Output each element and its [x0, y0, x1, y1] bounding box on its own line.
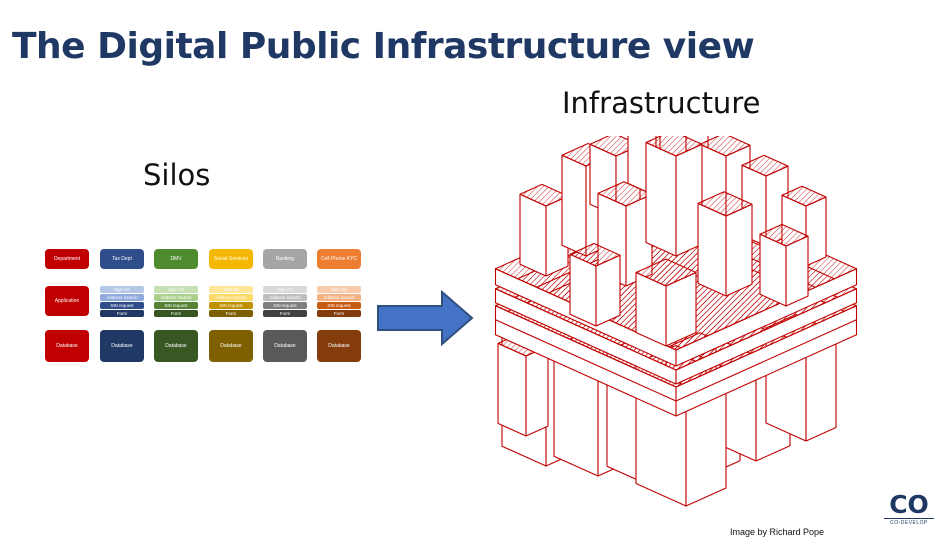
app-sin-request: SIN request: [209, 302, 253, 309]
silo-database-banking: Database: [263, 330, 307, 362]
silo-app-dmv: Sign On Address Search SIN request Form: [154, 286, 198, 318]
silo-app-banking: Sign On Address Search SIN request Form: [263, 286, 307, 318]
upper-tower-1-left-face: [561, 154, 587, 257]
silo-database-cell: Database: [317, 330, 361, 362]
upper-tower-11-top-face: [759, 223, 809, 247]
lower-tower-6-right-face: [525, 345, 549, 437]
silo-database-tax: Database: [100, 330, 144, 362]
upper-tower-10-top-face: [697, 191, 753, 217]
upper-tower-7-top-face: [781, 185, 827, 207]
image-credit: Image by Richard Pope: [730, 527, 825, 537]
upper-tower-7-right-face: [805, 196, 827, 267]
app-address-search: Address Search: [317, 294, 361, 301]
lower-tower-6-left-face: [497, 342, 527, 437]
app-sin-request: SIN request: [317, 302, 361, 309]
logo-text: CO-DEVELOP: [884, 518, 934, 526]
silo-header-dmv: DMV: [154, 249, 198, 269]
app-address-search: Address Search: [100, 294, 144, 301]
upper-tower-13-top-face: [569, 242, 621, 267]
co-develop-logo: CO CO-DEVELOP: [884, 492, 934, 526]
app-address-search: Address Search: [209, 294, 253, 301]
silos-label: Silos: [143, 158, 211, 192]
silo-app-cell: Sign On Address Search SIN request Form: [317, 286, 361, 318]
silo-header-tax-dept: Tax Dept: [100, 249, 144, 269]
app-form: Form: [100, 310, 144, 317]
app-sin-request: SIN request: [100, 302, 144, 309]
app-sign-on: Sign On: [263, 286, 307, 293]
upper-tower-0-left-face: [519, 193, 547, 277]
app-sin-request: SIN request: [263, 302, 307, 309]
upper-tower-9-top-face: [645, 136, 703, 157]
right-arrow-icon: [377, 290, 474, 347]
app-sin-request: SIN request: [154, 302, 198, 309]
upper-tower-11-right-face: [785, 235, 809, 307]
silo-database-social: Database: [209, 330, 253, 362]
silo-header-banking: Banking: [263, 249, 307, 269]
app-sign-on: Sign On: [317, 286, 361, 293]
app-sign-on: Sign On: [209, 286, 253, 293]
upper-tower-13-right-face: [595, 254, 621, 327]
app-sign-on: Sign On: [100, 286, 144, 293]
app-form: Form: [317, 310, 361, 317]
upper-tower-8-top-face: [597, 181, 653, 207]
app-form: Form: [263, 310, 307, 317]
infrastructure-buildings-diagram: [494, 136, 858, 507]
upper-tower-13-left-face: [569, 253, 597, 327]
upper-tower-9-left-face: [645, 141, 677, 257]
slide-title: The Digital Public Infrastructure view: [12, 26, 755, 67]
silo-application-label: Application: [45, 286, 89, 316]
silo-app-tax: Sign On Address Search SIN request Form: [100, 286, 144, 318]
upper-tower-0-top-face: [519, 183, 569, 207]
app-address-search: Address Search: [154, 294, 198, 301]
app-form: Form: [154, 310, 198, 317]
app-form: Form: [209, 310, 253, 317]
logo-mark: CO: [889, 490, 929, 519]
silo-database-department: Database: [45, 330, 89, 362]
upper-tower-5-top-face: [699, 136, 751, 157]
silo-header-cell-phone-kyc: Cell Phone KYC: [317, 249, 361, 269]
app-address-search: Address Search: [263, 294, 307, 301]
upper-tower-11-left-face: [759, 233, 787, 307]
upper-tower-12-top-face: [635, 258, 697, 287]
silo-header-social-services: Social Services: [209, 249, 253, 269]
infrastructure-label: Infrastructure: [562, 86, 761, 120]
app-sign-on: Sign On: [154, 286, 198, 293]
silo-header-department: Department: [45, 249, 89, 269]
upper-tower-6-top-face: [741, 154, 789, 177]
silo-app-social: Sign On Address Search SIN request Form: [209, 286, 253, 318]
upper-tower-10-left-face: [697, 202, 727, 297]
upper-tower-10-right-face: [725, 203, 753, 297]
silo-database-dmv: Database: [154, 330, 198, 362]
